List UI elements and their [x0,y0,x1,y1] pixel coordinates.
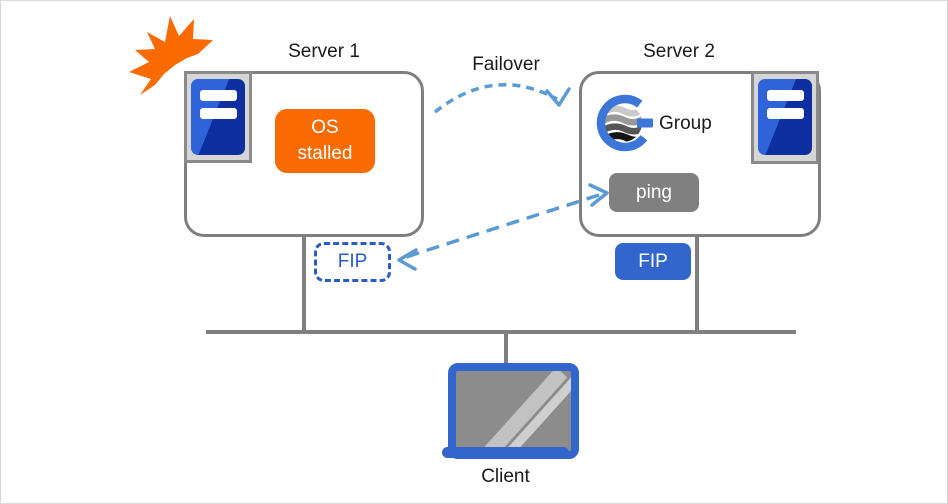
client-label: Client [481,466,530,487]
tower-slot [200,90,237,101]
group-label: Group [659,113,712,134]
client-drop-line [504,332,508,366]
ping-box: ping [609,173,699,212]
fip-active-label: FIP [638,250,668,272]
fip-released-label: FIP [337,251,368,272]
server-tower-icon [758,79,812,155]
server2-network-drop-line [695,235,699,333]
tower-slot [200,108,237,119]
server2-title: Server 2 [643,41,715,62]
tower-slot [767,90,804,101]
network-line [206,330,796,334]
laptop-screen [448,363,579,459]
crash-starburst-icon [129,16,213,95]
fip-released-box: FIP [314,242,391,282]
ping-label: ping [636,181,672,203]
os-stalled-line2: stalled [297,143,353,164]
fip-active-box: FIP [615,243,691,280]
failover-label: Failover [472,54,540,75]
failover-arrow [433,82,571,114]
group-logo-icon [596,94,653,152]
tower-slot [767,108,804,119]
server1-title: Server 1 [288,41,360,62]
server2-icon-panel [751,71,819,164]
os-stalled-line1: OS [311,117,339,138]
laptop-icon [442,363,579,459]
laptop-base [442,447,569,458]
server1-icon-panel [184,71,252,163]
ping-fip-arrow [397,183,609,271]
os-stalled-badge: OS stalled [275,109,375,173]
server1-network-drop-line [302,235,306,333]
server-tower-icon [191,79,245,155]
